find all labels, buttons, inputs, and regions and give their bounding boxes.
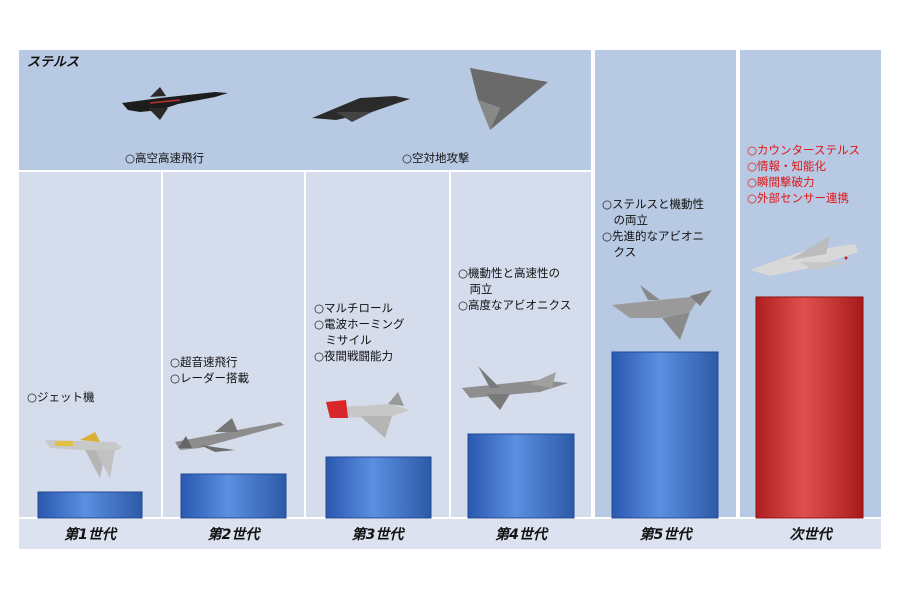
gen-4-features: ○機動性と高速性の 両立 ○高度なアビオニクス	[458, 266, 572, 312]
bar-gen-3	[325, 456, 432, 519]
gen-label-4: 第4世代	[495, 527, 547, 543]
generation-label-band	[19, 518, 881, 549]
gen-label-3: 第3世代	[351, 527, 404, 543]
gen-label-5: 第5世代	[639, 527, 692, 543]
feature-high-altitude-speed: ○高空高速飛行	[125, 151, 205, 165]
bar-gen-5	[611, 351, 719, 519]
generation-panel-1	[19, 172, 161, 549]
b2-aircraft-image	[470, 68, 548, 130]
f4-aircraft-image	[326, 392, 410, 438]
gen-label-1: 第1世代	[64, 527, 116, 543]
bar-gen-4	[467, 433, 575, 519]
gen-1-features: ○ジェット機	[27, 390, 95, 404]
bar-gen-next	[755, 296, 864, 519]
f15-aircraft-image	[462, 366, 568, 410]
gen-2-features: ○超音速飛行 ○レーダー搭載	[170, 355, 250, 385]
f22-aircraft-image	[612, 285, 712, 340]
gen-5-features: ○ステルスと機動性 の両立 ○先進的なアビオニ クス	[602, 197, 705, 259]
bar-gen-1	[37, 491, 143, 519]
gen-label-2: 第2世代	[207, 527, 260, 543]
gen-label-next: 次世代	[789, 527, 832, 543]
sr71-aircraft-image	[122, 87, 228, 120]
bar-gen-2	[180, 473, 287, 519]
f86-aircraft-image	[45, 432, 122, 478]
next-gen-features: ○カウンターステルス ○情報・知能化 ○瞬間撃破力 ○外部センサー連携	[747, 143, 860, 205]
f104-aircraft-image	[175, 418, 284, 452]
f117-aircraft-image	[312, 96, 410, 122]
feature-air-to-ground: ○空対地攻撃	[402, 151, 470, 165]
gen-3-features: ○マルチロール ○電波ホーミング ミサイル ○夜間戦闘能力	[314, 301, 405, 363]
next-gen-aircraft-image	[750, 236, 858, 276]
stealth-title: ステルス	[27, 55, 80, 70]
